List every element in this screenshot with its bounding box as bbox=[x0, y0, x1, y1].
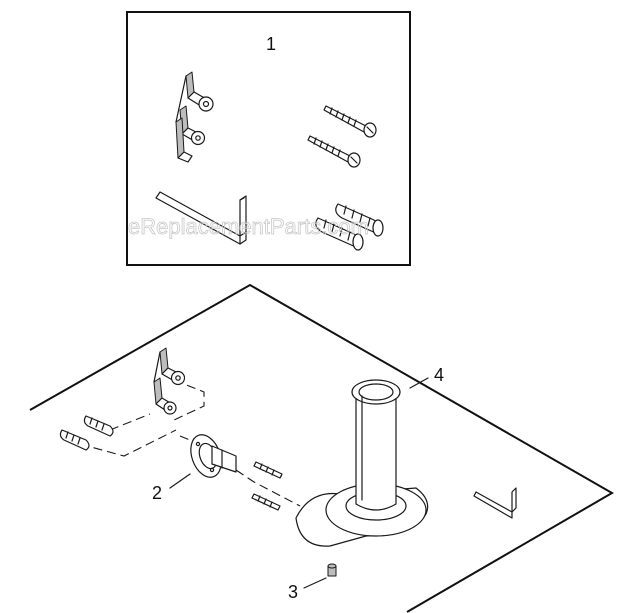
callout-kit: 1 bbox=[266, 34, 276, 54]
rosette-flange bbox=[190, 434, 237, 478]
hex-key-icon bbox=[473, 487, 517, 519]
callout-rosette: 2 bbox=[152, 483, 162, 503]
callout-holder: 4 bbox=[434, 365, 444, 385]
wood-screw-icon bbox=[251, 493, 281, 511]
wood-screw-icon bbox=[253, 461, 283, 479]
watermark: eReplacementParts.com bbox=[128, 214, 369, 239]
wall-anchor-icon bbox=[59, 429, 90, 451]
hex-key-icon bbox=[155, 191, 247, 245]
callout-set-screw: 3 bbox=[288, 582, 298, 602]
wall-anchor-icon bbox=[335, 203, 384, 237]
kit-box bbox=[126, 11, 411, 266]
explode-lines bbox=[79, 379, 301, 507]
wall-plane bbox=[29, 283, 614, 613]
wall-anchor-icon bbox=[83, 415, 114, 437]
wall-anchor-icon bbox=[315, 217, 364, 251]
wall-bracket-icon bbox=[153, 347, 186, 415]
paper-holder bbox=[295, 379, 429, 547]
set-screw-icon bbox=[327, 563, 337, 577]
wall-bracket-icon bbox=[175, 71, 214, 163]
leader-lines bbox=[169, 377, 429, 589]
wood-screw-icon bbox=[323, 105, 377, 138]
wood-screw-icon bbox=[307, 135, 361, 168]
